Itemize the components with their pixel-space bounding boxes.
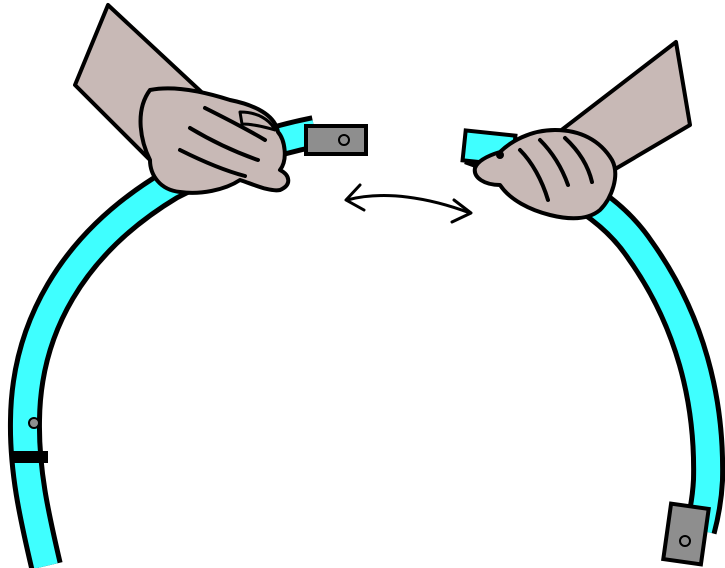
arrow-head-right bbox=[450, 198, 473, 224]
right-finger-line-3 bbox=[563, 136, 594, 184]
right-finger-line-2 bbox=[518, 148, 550, 202]
left-thumb bbox=[238, 110, 277, 132]
left-hand-icon bbox=[73, 3, 291, 195]
left-tube-pin bbox=[28, 417, 40, 429]
arrow-head-left bbox=[344, 183, 366, 212]
right-finger-line-1 bbox=[538, 138, 570, 187]
left-tube-fill bbox=[12, 120, 318, 568]
left-finger-line-2 bbox=[188, 126, 260, 162]
right-thumb-dot bbox=[496, 151, 504, 159]
double-headed-arrow-icon bbox=[344, 183, 473, 224]
right-hand-icon bbox=[472, 40, 692, 221]
right-connector bbox=[661, 501, 711, 567]
arrow-shaft bbox=[345, 194, 472, 215]
left-connector bbox=[304, 124, 368, 156]
left-tube-joint-band bbox=[12, 451, 48, 463]
right-connector-pin bbox=[679, 535, 691, 547]
left-finger-line-3 bbox=[178, 148, 247, 178]
left-finger-line-1 bbox=[203, 106, 267, 142]
left-connector-pin bbox=[338, 134, 350, 146]
